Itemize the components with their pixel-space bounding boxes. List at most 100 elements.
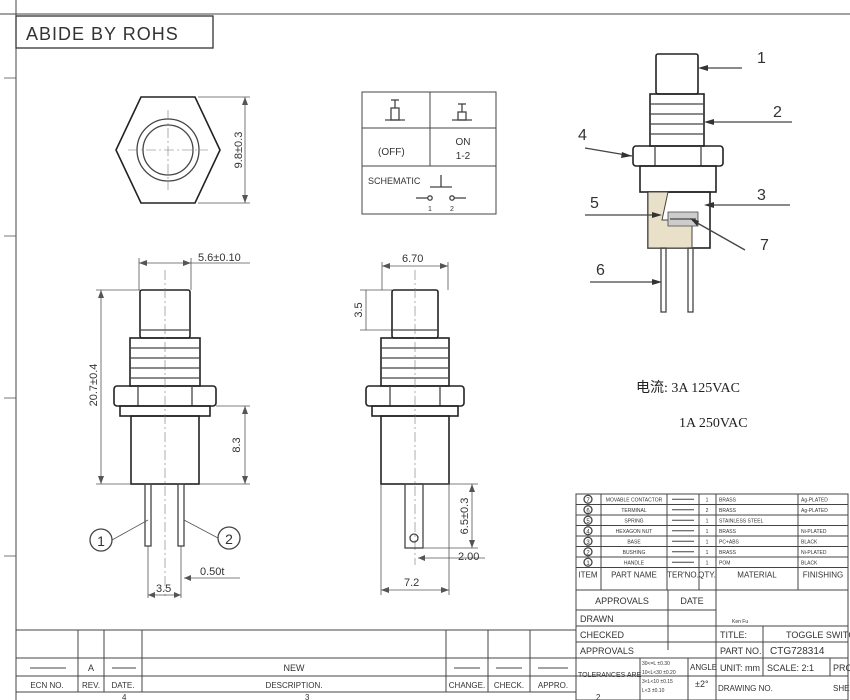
- front-pitch-dim: 3.5: [156, 583, 171, 595]
- title-block: APPROVALS DATE DRAWN CHECKED APPROVALS T…: [575, 589, 850, 700]
- bom-material-cell: BRASS: [719, 550, 737, 556]
- top-view-height-dim: 9.8±0.3: [233, 132, 245, 169]
- bom-material-cell: BRASS: [719, 529, 737, 535]
- tb-title-value: TOGGLE SWITC: [786, 630, 850, 640]
- border-marker-4: 4: [122, 693, 127, 700]
- tb-signature: Ken Fu: [732, 619, 748, 625]
- bom-finishing-cell: Ag-PLATED: [801, 508, 828, 514]
- bom-qty-cell: 1: [706, 540, 709, 546]
- bom-finishing-cell: Ni-PLATED: [801, 550, 827, 556]
- rohs-stamp: ABIDE BY ROHS: [15, 15, 214, 49]
- bom-item-number: 4: [586, 529, 590, 535]
- bom-qty-cell: 2: [706, 508, 709, 514]
- bom-qty-cell: 1: [706, 550, 709, 556]
- side-view: 6.70 3.5 6.5±0.3 2.00: [353, 253, 485, 595]
- bom-header-finishing: FINISHING: [803, 571, 843, 580]
- rev-header-rev: REV.: [82, 681, 100, 690]
- rev-header-date: DATE.: [112, 681, 135, 690]
- ratings: 电流: 3A 125VAC 1A 250VAC: [636, 380, 748, 431]
- tb-tol-3: L<3 ±0.10: [642, 688, 665, 694]
- tb-unit: UNIT: mm: [720, 663, 760, 673]
- bom-header-material: MATERIAL: [737, 571, 777, 580]
- tb-part-value: CTG728314: [770, 646, 825, 657]
- side-base-dim: 7.2: [404, 577, 419, 589]
- bom-name-cell: BUSHING: [623, 550, 646, 556]
- schematic-table: (OFF) ON 1-2 SCHEMATIC 1 2: [361, 91, 497, 215]
- schematic-pin-1: 1: [428, 206, 432, 213]
- tb-process: PRC: [833, 663, 850, 673]
- bom-name-cell: HEXAGON NUT: [616, 529, 653, 535]
- schematic-label: SCHEMATIC: [368, 176, 421, 186]
- bom-material-cell: BRASS: [719, 508, 737, 514]
- bom-item-number: 1: [586, 561, 590, 567]
- bom-name-cell: HANDLE: [624, 561, 645, 567]
- section-callout-5: 5: [590, 195, 599, 212]
- bom-material-cell: BRASS: [719, 498, 737, 504]
- bom-item-number: 6: [586, 508, 590, 514]
- tb-approvals: APPROVALS: [580, 646, 634, 656]
- side-hole-dim: 2.00: [458, 551, 479, 563]
- tb-tol-1: 10<L<30 ±0.20: [642, 670, 676, 676]
- bom-name-cell: BASE: [627, 540, 641, 546]
- rev-header-appro: APPRO.: [538, 681, 568, 690]
- tb-checked: CHECKED: [580, 630, 625, 640]
- rohs-text: ABIDE BY ROHS: [26, 24, 179, 44]
- rating-line-2: 1A 250VAC: [679, 416, 748, 431]
- front-terminal-dim: 0.50t: [200, 566, 224, 578]
- front-body-dim: 8.3: [231, 437, 243, 452]
- schematic-off-label: (OFF): [378, 147, 405, 158]
- section-callout-7: 7: [760, 237, 769, 254]
- front-view: 5.6±0.10 20.7±0.4 8.3: [88, 252, 250, 598]
- bom-item-number: 3: [586, 540, 590, 546]
- rev-header-change: CHANGE.: [449, 681, 485, 690]
- schematic-on-label: ON: [456, 137, 471, 148]
- tb-title-label: TITLE:: [720, 630, 747, 640]
- front-width-dim: 5.6±0.10: [198, 252, 241, 264]
- top-view-hex: 9.8±0.3: [115, 96, 250, 204]
- side-terminal-len-dim: 6.5±0.3: [459, 498, 471, 535]
- bom-item-number: 5: [586, 519, 590, 525]
- tb-tolerances: TOLERANCES ARE: [578, 672, 642, 679]
- bom-qty-cell: 1: [706, 561, 709, 567]
- bom-finishing-cell: Ni-PLATED: [801, 529, 827, 535]
- side-cap-dim: 3.5: [353, 302, 365, 317]
- tb-drawing-no: DRAWING NO.: [718, 684, 773, 693]
- rev-header-description: DESCRIPTION.: [266, 681, 323, 690]
- side-width-dim: 6.70: [402, 253, 423, 265]
- front-height-dim: 20.7±0.4: [88, 364, 100, 407]
- tb-tol-0: 30<=L ±0.30: [642, 661, 670, 667]
- section-callout-2: 2: [773, 104, 782, 121]
- tb-angle-value: ±2°: [695, 679, 709, 689]
- tb-sheet: SHE: [833, 684, 849, 693]
- bom-qty-cell: 1: [706, 529, 709, 535]
- bom-qty-cell: 1: [706, 519, 709, 525]
- rev-header-check: CHECK.: [494, 681, 524, 690]
- bom-header-ter: TER'NO.: [667, 571, 699, 580]
- bom-name-cell: SPRING: [624, 519, 643, 525]
- bom-qty-cell: 1: [706, 498, 709, 504]
- tb-part-label: PART NO.: [720, 646, 762, 656]
- tb-angle: ANGLE: [690, 663, 717, 672]
- section-callout-3: 3: [757, 187, 766, 204]
- bom-finishing-cell: BLACK: [801, 540, 818, 546]
- rev-value: A: [88, 663, 94, 673]
- section-callout-1: 1: [757, 50, 766, 67]
- bom-name-cell: MOVABLE CONTACTOR: [606, 498, 663, 504]
- rev-description-value: NEW: [284, 663, 306, 673]
- rev-header-ecn: ECN NO.: [30, 681, 63, 690]
- bom-finishing-cell: BLACK: [801, 561, 818, 567]
- schematic-pin-2: 2: [450, 206, 454, 213]
- bom-header-item: ITEM: [578, 571, 597, 580]
- bom-material-cell: STAINLESS STEEL: [719, 519, 764, 525]
- revision-block: A NEW ECN NO. REV. DATE. DESCRIPTION. CH…: [16, 629, 601, 700]
- border-marker-3: 3: [305, 693, 310, 700]
- bom-material-cell: PC+ABS: [719, 540, 740, 546]
- bom-item-number: 7: [586, 498, 590, 504]
- border-marker-2: 2: [596, 693, 601, 700]
- bom-item-number: 2: [586, 550, 590, 556]
- tb-drawn: DRAWN: [580, 614, 614, 624]
- front-callout-1: 1: [97, 533, 105, 549]
